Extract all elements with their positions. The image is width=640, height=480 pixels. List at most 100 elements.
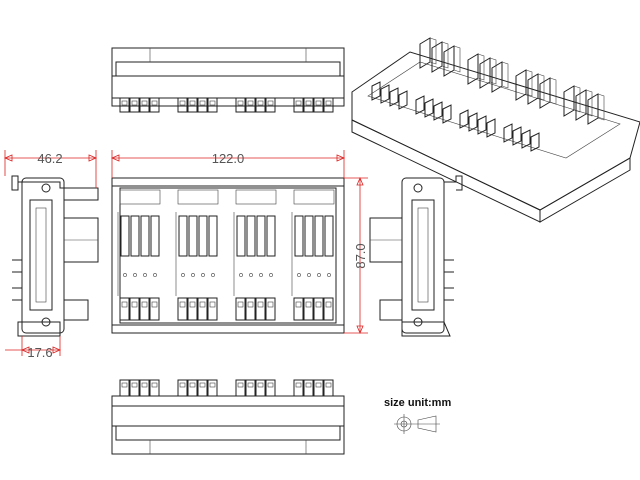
dimension-top-width: 122.0 [110, 150, 346, 178]
relay [140, 215, 150, 257]
right-side-view [369, 175, 463, 337]
terminal-block [313, 297, 324, 321]
terminal-block [415, 95, 425, 115]
bottom-view [111, 379, 345, 455]
terminal-screw [267, 301, 274, 308]
terminal-block [265, 297, 276, 321]
relay [120, 215, 130, 257]
terminal-block [512, 126, 522, 146]
terminal-block [235, 379, 246, 397]
terminal-block [433, 101, 443, 121]
terminal-screw [305, 301, 312, 308]
terminal-screw [315, 382, 322, 388]
terminal-block [313, 379, 324, 397]
terminal-block [424, 98, 434, 118]
terminal-block [187, 379, 198, 397]
relay-side [429, 37, 437, 65]
terminal-screw [237, 100, 244, 106]
module-header [235, 189, 277, 205]
terminal-block [486, 118, 496, 138]
terminal-screw [179, 382, 186, 388]
terminal-block [255, 297, 266, 321]
dimension-label-top-width: 122.0 [212, 151, 245, 166]
terminal-screw [267, 100, 274, 106]
relay [198, 215, 208, 257]
terminal-block [323, 379, 334, 397]
led [259, 273, 263, 277]
terminal-block [303, 97, 314, 113]
dimension-label-rail-offset: 17.6 [27, 345, 52, 360]
terminal-screw [121, 382, 128, 388]
led [143, 273, 147, 277]
terminal-block [245, 379, 256, 397]
terminal-screw [189, 382, 196, 388]
relay [304, 215, 314, 257]
relay-side [489, 57, 497, 85]
terminal-screw [209, 100, 216, 106]
terminal-block [323, 297, 334, 321]
led [201, 273, 205, 277]
terminal-block [197, 297, 208, 321]
module-header [293, 189, 335, 205]
relay-side [597, 93, 605, 121]
terminal-block [129, 297, 140, 321]
terminal-screw [131, 100, 138, 106]
terminal-block [255, 379, 266, 397]
terminal-screw [247, 100, 254, 106]
projection-symbol-icon [394, 414, 440, 434]
terminal-screw [295, 382, 302, 388]
terminal-screw [151, 382, 158, 388]
terminal-block [265, 379, 276, 397]
terminal-block [255, 97, 266, 113]
relay [236, 215, 246, 257]
terminal-screw [325, 301, 332, 308]
front-view [111, 177, 345, 334]
relay [256, 215, 266, 257]
terminal-screw [151, 100, 158, 106]
terminal-screw [199, 100, 206, 106]
dimension-side-width: 46.2 [3, 150, 98, 188]
terminal-screw [199, 301, 206, 308]
relay-side [477, 53, 485, 81]
led [249, 273, 253, 277]
relay [246, 215, 256, 257]
isometric-view [351, 37, 640, 223]
terminal-block [323, 97, 334, 113]
terminal-block [235, 97, 246, 113]
terminal-block [398, 90, 408, 110]
terminal-block [293, 379, 304, 397]
led [269, 273, 273, 277]
dimension-label-side-width: 46.2 [37, 151, 62, 166]
terminal-screw [121, 100, 128, 106]
relay-side [441, 41, 449, 69]
terminal-screw [257, 382, 264, 388]
terminal-block [303, 297, 314, 321]
terminal-screw [209, 382, 216, 388]
relay [266, 215, 276, 257]
relay-side [585, 89, 593, 117]
terminal-block [207, 379, 218, 397]
terminal-block [265, 97, 276, 113]
left-side-view [11, 175, 99, 337]
terminal-block [313, 97, 324, 113]
relay-side [525, 69, 533, 97]
led [239, 273, 243, 277]
relay [188, 215, 198, 257]
terminal-screw [305, 382, 312, 388]
terminal-screw [141, 301, 148, 308]
relay [294, 215, 304, 257]
terminal-block [119, 379, 130, 397]
terminal-screw [257, 100, 264, 106]
dimension-label-height: 87.0 [353, 243, 368, 268]
terminal-screw [179, 301, 186, 308]
terminal-block [129, 379, 140, 397]
terminal-block [207, 297, 218, 321]
terminal-screw [141, 382, 148, 388]
terminal-screw [237, 301, 244, 308]
terminal-screw [325, 382, 332, 388]
led [191, 273, 195, 277]
terminal-block [293, 97, 304, 113]
led [123, 273, 127, 277]
terminal-screw [295, 100, 302, 106]
led [297, 273, 301, 277]
